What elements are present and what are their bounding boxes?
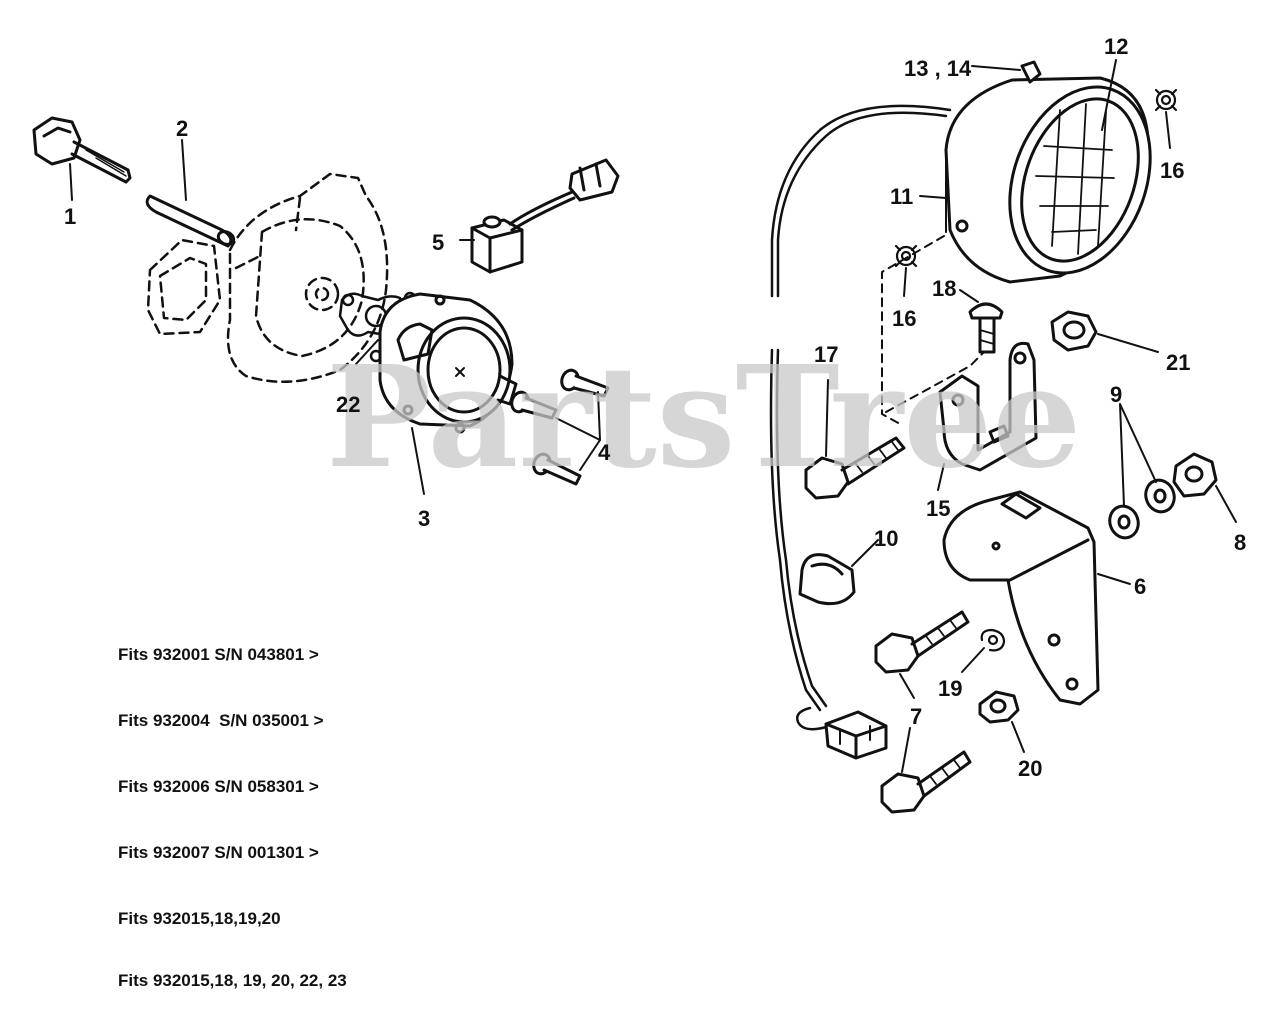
- part-8-nut: [1172, 452, 1218, 498]
- callout-17: 17: [814, 342, 838, 367]
- fits-notes: Fits 932001 S/N 043801 > Fits 932004 S/N…: [118, 600, 347, 1014]
- callout-12: 12: [1104, 34, 1128, 59]
- callout-21: 21: [1166, 350, 1190, 375]
- callout-2: 2: [176, 116, 188, 141]
- callout-labels: 1 2 3 4 5 6 7 8 9 10 11 12 13 , 14 15 16…: [64, 34, 1246, 781]
- callout-19: 19: [938, 676, 962, 701]
- part-16-star-nut-upper: [1154, 88, 1178, 112]
- part-12-headlight-lens: [1008, 85, 1152, 275]
- callout-16-lower: 16: [892, 306, 916, 331]
- part-13-14-bolt: [971, 60, 1042, 84]
- part-15-u-bracket: [938, 341, 1038, 472]
- parts-diagram: PartsTree 1 2 3 4 5 6 7 8 9 10 11 12 13 …: [32, 34, 1246, 814]
- fits-note: Fits 932015,18,19,20: [118, 909, 281, 928]
- leader-lines: [69, 59, 1237, 773]
- fits-note: Fits 932001 S/N 043801 >: [118, 645, 319, 664]
- fits-note: Fits 932015,18, 19, 20, 22, 23: [118, 971, 347, 990]
- callout-18: 18: [932, 276, 956, 301]
- callout-5: 5: [432, 230, 444, 255]
- callout-15: 15: [926, 496, 950, 521]
- part-10-clip: [798, 553, 856, 606]
- callout-10: 10: [874, 526, 898, 551]
- part-18-carriage-bolt: [968, 302, 1004, 354]
- part-5-switch: [470, 158, 620, 274]
- callout-8: 8: [1234, 530, 1246, 555]
- callout-13-14: 13 , 14: [904, 56, 972, 81]
- fits-note: Fits 932004 S/N 035001 >: [118, 711, 324, 730]
- callout-9: 9: [1110, 382, 1122, 407]
- fits-note: Fits 932007 S/N 001301 >: [118, 843, 319, 862]
- callout-1: 1: [64, 204, 76, 229]
- callout-7: 7: [910, 704, 922, 729]
- part-2-tube: [145, 194, 236, 248]
- part-19-lock-washer: [980, 628, 1006, 652]
- headlight-wire: [769, 104, 952, 731]
- part-1-knob: [32, 116, 132, 184]
- part-9-washers: [1108, 478, 1176, 540]
- callout-20: 20: [1018, 756, 1042, 781]
- part-6-l-bracket: [942, 490, 1100, 706]
- wire-connector: [824, 710, 888, 760]
- callout-22: 22: [336, 392, 360, 417]
- dashed-mounting-outline: [146, 172, 389, 384]
- part-7-bolt-lower: [880, 750, 972, 814]
- part-3-motor: [378, 292, 518, 434]
- fits-note: Fits 932006 S/N 058301 >: [118, 777, 319, 796]
- part-16-star-nut-lower: [894, 244, 918, 268]
- callout-11: 11: [890, 184, 913, 209]
- assembly-guide-lines: [881, 235, 985, 425]
- part-4-screws: [510, 368, 610, 486]
- part-21-nut: [1050, 310, 1098, 352]
- callout-3: 3: [418, 506, 430, 531]
- watermark: PartsTree: [326, 336, 1081, 500]
- callout-6: 6: [1134, 574, 1146, 599]
- part-7-bolt-upper: [874, 610, 970, 674]
- part-20-nut: [978, 690, 1020, 724]
- callout-16-upper: 16: [1160, 158, 1184, 183]
- part-17-bolt: [804, 436, 906, 500]
- callout-4: 4: [598, 440, 611, 465]
